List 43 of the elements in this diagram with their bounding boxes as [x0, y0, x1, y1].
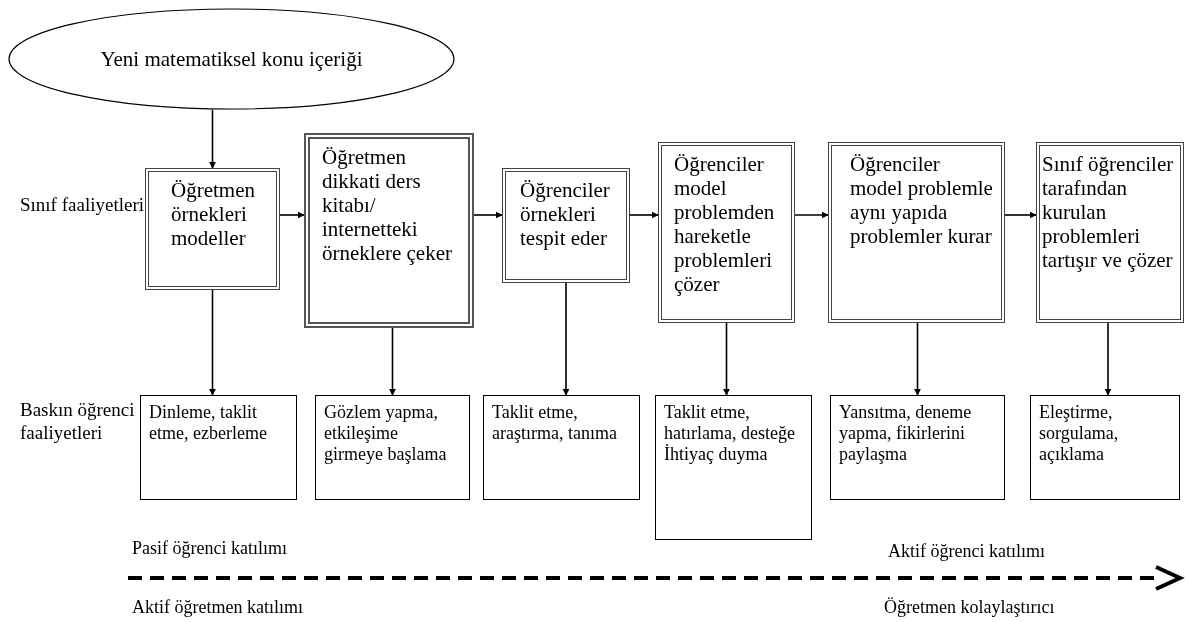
- activity-box: [304, 133, 474, 328]
- row-label: Sınıf faaliyetleri: [20, 193, 144, 216]
- box-text: Öğrenciler model problemle aynı yapıda problemler kurar: [850, 152, 994, 248]
- box-text: Taklit etme, hatırlama, desteğe İhtiyaç duyma: [664, 402, 796, 465]
- box-text: Dinleme, taklit etme, ezberleme: [149, 402, 268, 444]
- box-text: Öğrenciler model problemden hareketle problemleri çözer: [674, 152, 776, 296]
- arrow: [913, 322, 922, 396]
- continuum-label: Pasif öğrenci katılımı: [132, 537, 287, 560]
- arrow: [1104, 322, 1112, 396]
- student-activity-box: [830, 395, 1005, 500]
- arrow: [722, 322, 731, 396]
- box-text: Eleştirme, sorgulama, açıklama: [1039, 402, 1120, 465]
- arrow: [208, 109, 217, 169]
- arrow: [388, 327, 397, 396]
- box-text: Öğretmen dikkati ders kitabı/ internetteki örneklere çeker: [322, 145, 453, 265]
- continuum-label: Öğretmen kolaylaştırıcı: [884, 596, 1055, 619]
- arrow: [794, 211, 829, 219]
- arrow: [279, 211, 305, 219]
- arrow: [1004, 211, 1037, 219]
- arrow: [562, 282, 570, 396]
- topic-text: Yeni matematiksel konu içeriği: [100, 46, 363, 72]
- continuum-label: Aktif öğretmen katılımı: [132, 596, 303, 619]
- student-activity-box: [655, 395, 812, 540]
- activity-box: [1036, 142, 1184, 323]
- activity-box: [145, 168, 280, 290]
- box-text: Öğretmen örnekleri modeller: [171, 178, 256, 250]
- arrow: [208, 289, 217, 396]
- box-text: Sınıf öğrenciler tarafından kurulan problemleri tartışır ve çözer: [1042, 152, 1175, 272]
- row-label: Baskın öğrenci faaliyetleri: [20, 398, 136, 444]
- activity-box: [502, 168, 630, 283]
- continuum-label: Aktif öğrenci katılımı: [888, 540, 1045, 563]
- student-activity-box: [483, 395, 640, 500]
- box-text: Taklit etme, araştırma, tanıma: [492, 402, 618, 444]
- box-text: Öğrenciler örnekleri tespit eder: [520, 178, 611, 250]
- activity-box: [658, 142, 795, 323]
- box-text: Yansıtma, deneme yapma, fikirlerini paylaşma: [839, 402, 973, 465]
- arrow: [473, 211, 503, 219]
- student-activity-box: [315, 395, 470, 500]
- activity-box: [828, 142, 1005, 323]
- student-activity-box: [1030, 395, 1180, 500]
- box-text: Gözlem yapma, etkileşime girmeye başlama: [324, 402, 448, 465]
- arrow: [629, 211, 659, 219]
- student-activity-box: [140, 395, 297, 500]
